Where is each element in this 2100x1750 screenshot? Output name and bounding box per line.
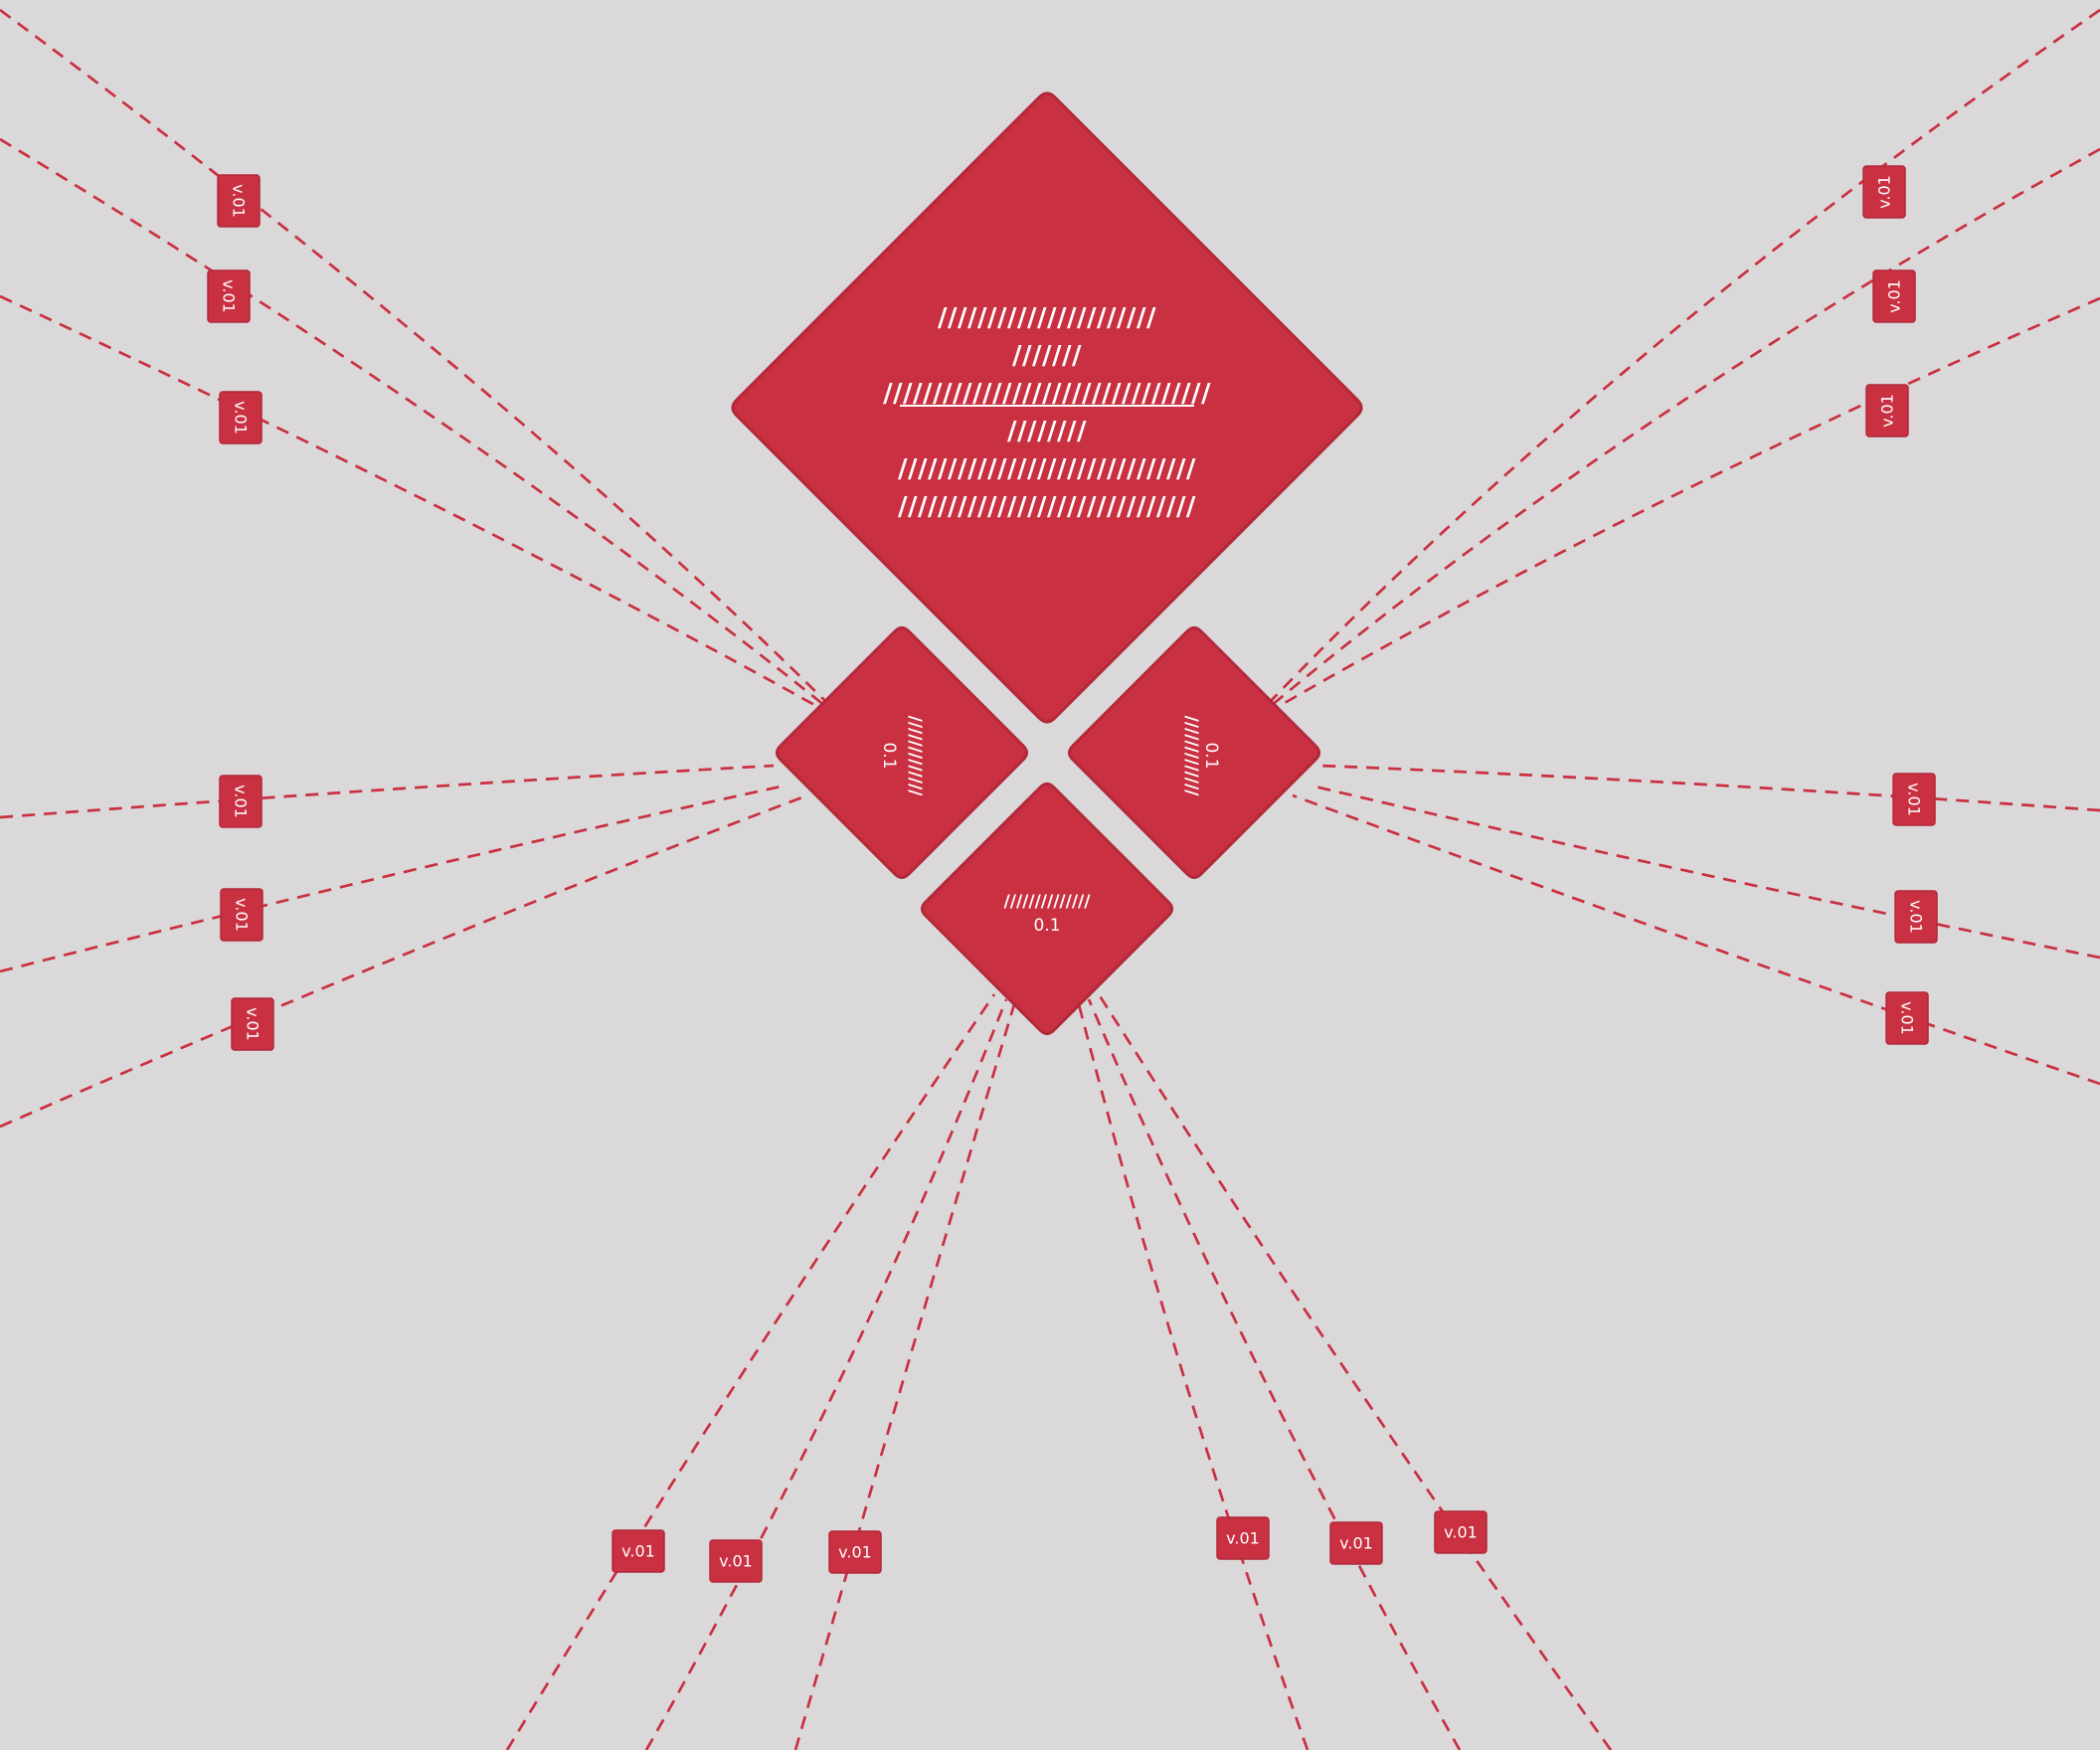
- edge-bottom-right-3: [1097, 993, 1613, 1750]
- version-tag[interactable]: v.01: [219, 775, 262, 828]
- svg-text:v.01: v.01: [1898, 1001, 1917, 1035]
- version-tag[interactable]: v.01: [1862, 165, 1906, 219]
- edge-upper-right-3: [1270, 296, 2100, 713]
- svg-text:v.01: v.01: [1907, 900, 1926, 934]
- right-node-label: /////////////: [1181, 716, 1201, 797]
- svg-text:v.01: v.01: [719, 1552, 753, 1571]
- svg-text:v.01: v.01: [233, 898, 252, 932]
- version-tag[interactable]: v.01: [231, 997, 274, 1051]
- main-node-line-6: //////////////////////////////: [898, 492, 1196, 522]
- svg-text:v.01: v.01: [1226, 1529, 1260, 1548]
- edge-mid-right-1: [1319, 764, 2100, 812]
- version-tag[interactable]: v.01: [1865, 384, 1909, 438]
- svg-text:v.01: v.01: [1339, 1534, 1373, 1553]
- main-node-line-2: ///////: [1012, 341, 1082, 371]
- edge-mid-left-2: [0, 784, 787, 973]
- version-tag[interactable]: v.01: [1216, 1516, 1270, 1560]
- svg-text:v.01: v.01: [1905, 783, 1924, 816]
- main-node-line-3: /////////////////////////////////: [883, 379, 1211, 409]
- edge-bottom-left-1: [505, 993, 996, 1750]
- version-tag[interactable]: v.01: [709, 1539, 763, 1583]
- edge-upper-right-1: [1270, 8, 2100, 702]
- right-node[interactable]: ///////////// 0.1: [1068, 626, 1320, 879]
- edge-upper-left-3: [0, 294, 826, 713]
- svg-text:v.01: v.01: [230, 184, 249, 218]
- version-tag[interactable]: v.01: [1885, 991, 1929, 1045]
- version-tag[interactable]: v.01: [828, 1530, 882, 1574]
- edge-upper-left-2: [0, 137, 826, 708]
- left-node[interactable]: ///////////// 0.1: [776, 626, 1028, 879]
- edge-bottom-right-2: [1087, 998, 1462, 1750]
- left-node-shape: [776, 626, 1028, 879]
- svg-text:v.01: v.01: [838, 1543, 872, 1562]
- left-node-sub: 0.1: [879, 742, 899, 769]
- main-node-line-5: //////////////////////////////: [898, 454, 1196, 484]
- version-tag[interactable]: v.01: [1329, 1521, 1383, 1565]
- svg-text:v.01: v.01: [220, 279, 239, 313]
- main-node[interactable]: ////////////////////// /////// /////////…: [731, 91, 1363, 724]
- svg-text:v.01: v.01: [621, 1542, 655, 1561]
- edge-bottom-left-2: [644, 998, 1008, 1750]
- edge-mid-right-3: [1292, 793, 2100, 1086]
- left-node-label: /////////////: [905, 716, 925, 797]
- version-tags: v.01 v.01 v.01 v.01 v.01 v.01 v.01 v.01: [207, 165, 1938, 1583]
- right-node-sub: 0.1: [1201, 742, 1221, 769]
- right-node-shape: [1068, 626, 1320, 879]
- version-tag[interactable]: v.01: [1894, 890, 1938, 944]
- svg-text:v.01: v.01: [1875, 175, 1894, 209]
- version-tag[interactable]: v.01: [220, 888, 263, 942]
- version-tag[interactable]: v.01: [207, 269, 251, 323]
- edge-bottom-left-3: [793, 1003, 1016, 1750]
- main-node-line-1: //////////////////////: [938, 303, 1156, 333]
- edge-mid-right-2: [1310, 784, 2100, 960]
- edge-mid-left-1: [0, 764, 775, 819]
- bottom-node-shape: [921, 783, 1173, 1035]
- edge-bottom-right-1: [1077, 1003, 1310, 1750]
- svg-text:v.01: v.01: [1878, 394, 1897, 428]
- edge-upper-right-2: [1270, 147, 2100, 708]
- version-tag[interactable]: v.01: [1872, 269, 1916, 323]
- bottom-node-sub: 0.1: [1033, 916, 1060, 936]
- svg-text:v.01: v.01: [244, 1007, 262, 1041]
- edge-upper-left-1: [0, 8, 826, 702]
- svg-text:v.01: v.01: [232, 401, 251, 435]
- bottom-node[interactable]: ////////////// 0.1: [921, 783, 1173, 1035]
- svg-text:v.01: v.01: [232, 785, 251, 818]
- version-tag[interactable]: v.01: [612, 1529, 665, 1573]
- bottom-node-label: //////////////: [1004, 892, 1092, 912]
- version-tag[interactable]: v.01: [217, 174, 261, 228]
- edge-mid-left-3: [0, 793, 808, 1129]
- version-tag[interactable]: v.01: [1892, 773, 1936, 826]
- version-tag[interactable]: v.01: [219, 391, 262, 444]
- svg-text:v.01: v.01: [1885, 279, 1904, 313]
- main-node-line-4: ////////: [1007, 417, 1087, 446]
- svg-text:v.01: v.01: [1444, 1523, 1478, 1542]
- edges: [0, 8, 2100, 1750]
- main-node-shape: [731, 91, 1363, 724]
- version-tag[interactable]: v.01: [1434, 1510, 1488, 1554]
